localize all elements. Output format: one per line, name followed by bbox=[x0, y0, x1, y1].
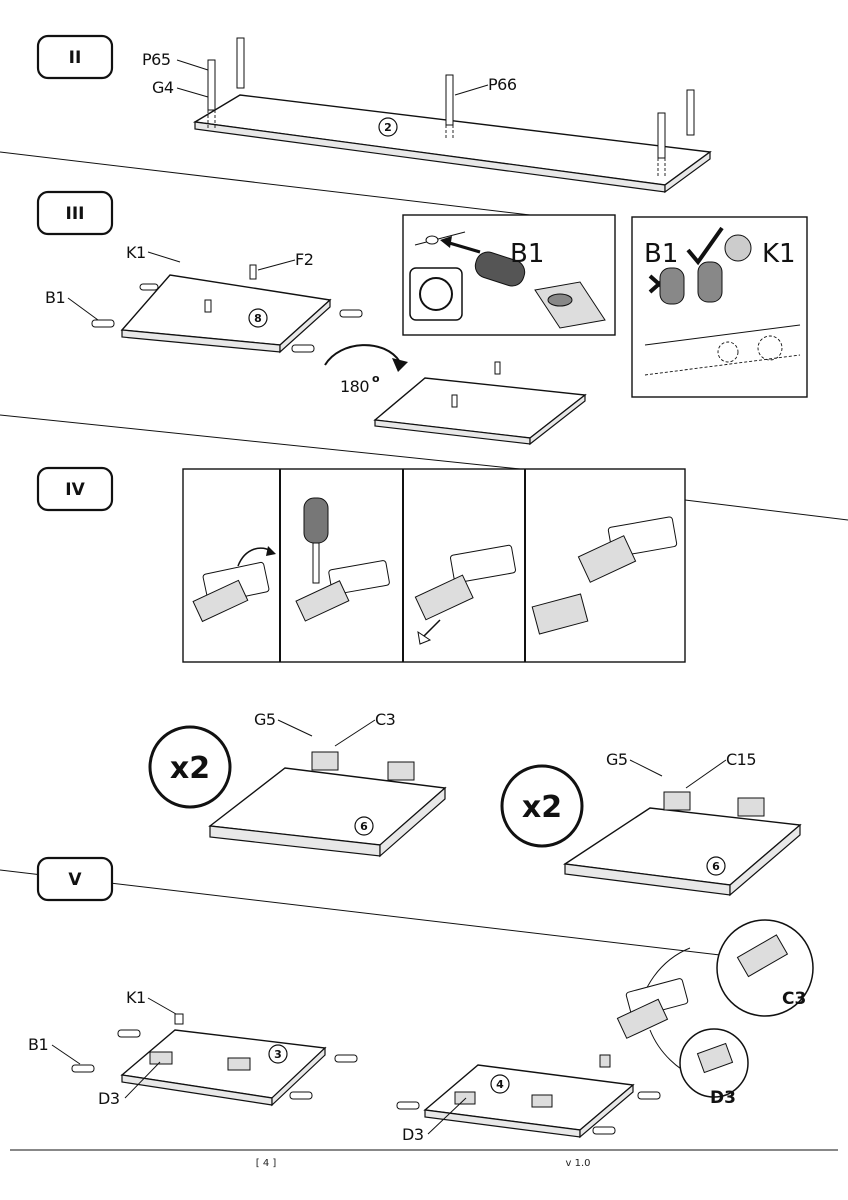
top-panel-2: 2 bbox=[192, 94, 712, 194]
divider-line bbox=[0, 414, 531, 471]
panel-number: 6 bbox=[360, 820, 368, 833]
multiplier-x2: x2 bbox=[170, 751, 210, 786]
divider-line bbox=[0, 151, 531, 216]
callout-circle-c3 bbox=[716, 919, 814, 1017]
step-number: IV bbox=[65, 480, 85, 500]
page-number: [ 4 ] bbox=[256, 1158, 277, 1169]
hinge-instruction-strip bbox=[182, 468, 686, 663]
divider-line bbox=[0, 869, 721, 956]
step-number: III bbox=[66, 204, 85, 224]
panel-number: 3 bbox=[274, 1048, 282, 1061]
label-f2: F2 bbox=[295, 250, 313, 269]
label-g5: G5 bbox=[606, 750, 628, 769]
hinge-frame-1 bbox=[192, 546, 276, 623]
rotation-unit: o bbox=[372, 372, 380, 385]
label-d3: D3 bbox=[98, 1089, 120, 1108]
shelf-panel-flipped bbox=[373, 361, 587, 446]
divider-line bbox=[684, 499, 848, 521]
hinge-frame-4 bbox=[531, 516, 678, 635]
callout-label-c3: C3 bbox=[782, 989, 806, 1009]
step-badge-iii: III bbox=[36, 190, 114, 236]
panel-number: 6 bbox=[712, 860, 720, 873]
panel-number: 8 bbox=[254, 312, 262, 325]
rotation-value: 180 bbox=[340, 377, 369, 396]
step2-labels: P65 G4 P66 bbox=[142, 50, 517, 98]
label-d3: D3 bbox=[402, 1125, 424, 1144]
multiplier-x2: x2 bbox=[522, 790, 562, 825]
callout-label-d3: D3 bbox=[710, 1088, 736, 1108]
label-k1: K1 bbox=[126, 988, 146, 1007]
rotate-180-arrow: 180 o bbox=[324, 344, 408, 396]
legs bbox=[207, 37, 695, 178]
label-p65: P65 bbox=[142, 50, 171, 69]
multiplier-circle bbox=[148, 725, 232, 809]
label-c15: C15 bbox=[726, 750, 756, 769]
label-c3: C3 bbox=[375, 710, 395, 729]
panel-number: 4 bbox=[496, 1078, 504, 1091]
label-g4: G4 bbox=[152, 78, 174, 97]
label-k1: K1 bbox=[126, 243, 146, 262]
step-badge-ii: II bbox=[36, 34, 114, 80]
step3-labels: K1 F2 B1 bbox=[45, 243, 314, 321]
panel-number: 2 bbox=[384, 121, 392, 134]
step-badge-v: V bbox=[36, 856, 114, 902]
detail-box-b1-k1: B1 K1 bbox=[631, 216, 808, 398]
detail-label-k1: K1 bbox=[762, 239, 796, 269]
label-p66: P66 bbox=[488, 75, 517, 94]
multiplier-circle bbox=[500, 764, 584, 848]
door-right-group: x2 6 G5 C15 bbox=[500, 750, 802, 897]
detail-label-b1: B1 bbox=[644, 239, 678, 269]
hinge-frame-3 bbox=[414, 544, 516, 645]
side-panel-3: 3 K1 B1 D3 bbox=[28, 988, 358, 1108]
step-number: V bbox=[68, 870, 82, 890]
step-number: II bbox=[69, 48, 82, 68]
version-label: v 1.0 bbox=[566, 1158, 591, 1169]
shelf-panel-8: 8 bbox=[91, 264, 363, 354]
step-badge-iv: IV bbox=[36, 466, 114, 512]
detail-box-b1-insertion: B1 bbox=[402, 214, 616, 336]
label-b1: B1 bbox=[28, 1035, 48, 1054]
door-left-group: x2 6 G5 C3 bbox=[148, 710, 447, 858]
label-b1: B1 bbox=[45, 288, 65, 307]
check-icon bbox=[686, 226, 724, 266]
detail-label-b1: B1 bbox=[510, 239, 544, 269]
label-g5: G5 bbox=[254, 710, 276, 729]
hinge-callout-group: C3 D3 bbox=[616, 919, 814, 1108]
hinge-frame-2 bbox=[295, 497, 390, 622]
side-panel-4: 4 D3 bbox=[396, 1054, 661, 1144]
